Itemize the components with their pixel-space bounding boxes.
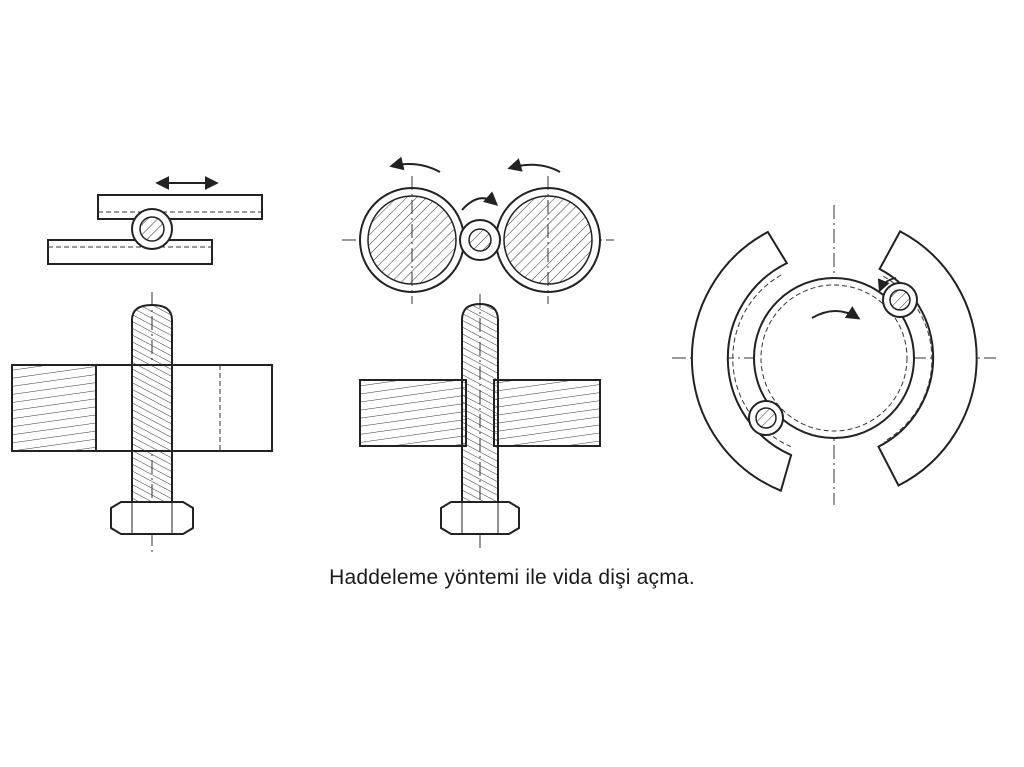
bolt-shank [461,302,499,503]
right-roller-rotation-arrow [507,158,561,173]
left-roller-rotation-arrow [389,156,441,173]
moving-die-block [95,364,273,452]
flat-die-top-view [47,176,263,265]
workpiece-rotation-arrow [461,191,499,211]
upper-flat-die [97,194,263,220]
flat-die-side-view [11,292,273,552]
central-roller-rotation-arrow [811,306,861,320]
lower-flat-die [47,239,213,265]
right-segment-die [877,230,978,487]
fixed-die-block [11,364,97,452]
lower-workpiece-section [755,407,777,429]
planetary-die-figure [672,205,996,505]
figure-caption: Haddeleme yöntemi ile vida dişi açma. [329,566,695,589]
roller-side-view [359,294,601,550]
roller-die-figure [342,156,614,550]
left-roller-block [359,379,467,447]
workpiece-section [468,228,492,252]
central-roller-thread-circle [760,284,908,432]
left-segment-die [690,230,793,493]
bolt-head [110,501,194,535]
flat-die-figure [11,176,273,552]
left-segment-thread-line [732,274,792,448]
roller-top-view [342,156,614,304]
upper-workpiece-section [889,289,911,311]
bolt-head [440,501,520,535]
right-roller-block [493,379,601,447]
bolt-shank [131,303,173,503]
blank-section [139,216,165,242]
workpiece-rotation-arrow [877,277,897,293]
central-roller [753,277,915,439]
